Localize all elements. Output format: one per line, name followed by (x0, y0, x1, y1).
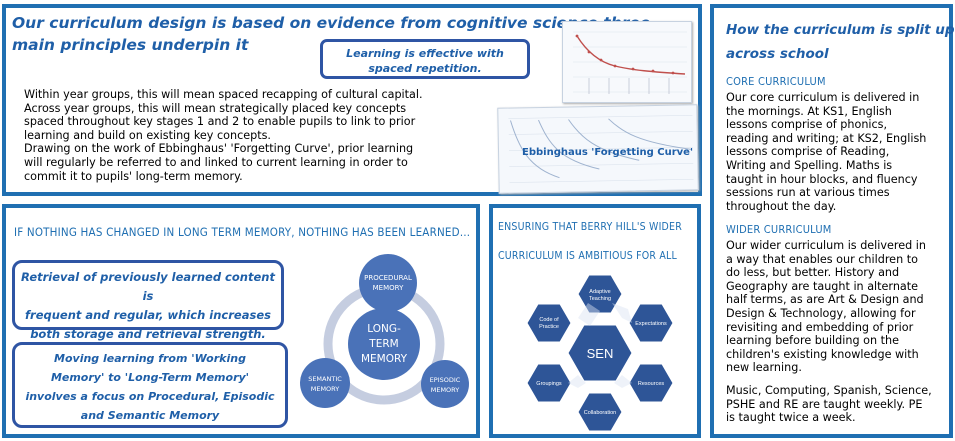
paragraph-line: learning and build on existing key conce… (24, 128, 271, 142)
extra-curriculum-text: Music, Computing, Spanish, Science, PSHE… (726, 384, 932, 425)
forgetting-curve-thumbnail-top (562, 21, 692, 103)
sen-hex-diagram: SEN Adaptive Teaching Expectations Resou… (526, 274, 674, 432)
wider-line: Our wider curriculum is delivered in (726, 239, 926, 252)
split-title-line: How the curriculum is split up (726, 22, 955, 38)
working-memory-line: Moving learning from 'Working (54, 352, 246, 365)
procedural-label: PROCEDURAL (364, 274, 412, 282)
working-memory-line: and Semantic Memory (80, 409, 220, 422)
long-term-label: MEMORY (361, 353, 408, 365)
memory-panel: If nothing has changed in long term memo… (2, 204, 480, 438)
core-line: reading and writing; at KS2, English (726, 131, 927, 145)
code-label: Practice (539, 324, 559, 330)
wider-curriculum-text: Our wider curriculum is delivered in a w… (726, 239, 926, 375)
paragraph-line: Drawing on the work of Ebbinghaus' 'Forg… (24, 142, 414, 156)
retrieval-line: both storage and retrieval strength. (30, 327, 266, 341)
extra-line: PSHE and RE are taught weekly. PE (726, 397, 923, 411)
procedural-memory-circle (359, 254, 417, 312)
forgetting-curve-caption: Ebbinghaus 'Forgetting Curve' (522, 147, 694, 158)
sen-heading-line: curriculum is ambitious for all (498, 250, 677, 262)
long-term-memory-circle (348, 308, 420, 380)
retrieval-callout: Retrieval of previously learned content … (12, 260, 284, 341)
retrieval-line: Retrieval of previously learned content … (21, 270, 275, 303)
spaced-repetition-callout: Learning is effective with spaced repeti… (320, 39, 530, 79)
core-curriculum-heading: Core Curriculum (726, 75, 826, 88)
principles-panel: Our curriculum design is based on eviden… (2, 4, 702, 196)
procedural-label: MEMORY (373, 284, 404, 292)
wider-line: new learning. (726, 361, 802, 375)
principles-paragraph: Within year groups, this will mean space… (24, 88, 423, 183)
core-line: lessons comprise of Reading, (726, 145, 890, 159)
principles-title-line2: main principles underpin it (12, 36, 249, 54)
wider-line: children's existing knowledge with (726, 347, 919, 361)
wider-line: learning before building on the (726, 334, 899, 348)
wider-line: Geography are taught in alternate (726, 279, 919, 293)
wider-line: revisiting and embedding of prior (726, 320, 914, 334)
retrieval-line: frequent and regular, which increases (25, 308, 271, 322)
paragraph-line: Across year groups, this will mean strat… (24, 101, 407, 115)
working-memory-line: involves a focus on Procedural, Episodic (25, 390, 275, 403)
sen-heading-line: Ensuring that Berry Hill's wider (498, 221, 682, 233)
memory-heading: If nothing has changed in long term memo… (14, 225, 471, 239)
core-line: taught in hour blocks, and fluency (726, 172, 918, 186)
core-line: throughout the day. (726, 199, 837, 213)
long-term-label: LONG- (367, 323, 401, 335)
code-label: Code of (539, 317, 559, 323)
core-line: Our core curriculum is delivered in (726, 91, 920, 104)
paragraph-line: spaced throughout key stages 1 and 2 to … (24, 115, 416, 129)
expectations-label: Expectations (635, 321, 667, 327)
extra-line: is taught twice a week. (726, 411, 856, 425)
core-line: lessons comprise of phonics, (726, 118, 888, 132)
sen-panel: Ensuring that Berry Hill's wider curricu… (489, 204, 701, 438)
long-term-label: TERM (368, 338, 398, 350)
core-line: Writing and Spelling. Maths is (726, 158, 893, 172)
core-line: the mornings. At KS1, English (726, 104, 892, 118)
wider-line: do less, but better. History and (726, 266, 900, 280)
spaced-repetition-text: Learning is effective with spaced repeti… (346, 47, 504, 75)
adaptive-label: Teaching (589, 296, 611, 302)
episodic-label: MEMORY (431, 386, 460, 394)
collaboration-label: Collaboration (584, 410, 616, 416)
wider-line: half terms, as are Art & Design and (726, 293, 924, 307)
core-curriculum-text: Our core curriculum is delivered in the … (726, 91, 926, 213)
semantic-memory-circle (300, 358, 350, 408)
working-memory-callout: Moving learning from 'Working Memory' to… (12, 342, 288, 428)
episodic-memory-circle (421, 360, 469, 408)
groupings-label: Groupings (536, 381, 562, 387)
extra-line: Music, Computing, Spanish, Science, (726, 384, 932, 397)
wider-line: Design & Technology, allowing for (726, 306, 916, 320)
principles-title-line1: Our curriculum design is based on eviden… (12, 14, 651, 32)
split-title-line: across school (726, 46, 829, 62)
paragraph-line: Within year groups, this will mean space… (24, 88, 423, 101)
paragraph-line: will regularly be referred to and linked… (24, 155, 408, 169)
curriculum-split-panel: How the curriculum is split up across sc… (710, 4, 955, 438)
resources-label: Resources (638, 381, 665, 387)
core-line: sessions run at various times (726, 186, 890, 200)
memory-cycle-diagram: LONG- TERM MEMORY PROCEDURAL MEMORY SEMA… (300, 254, 469, 408)
wider-line: a way that enables our children to (726, 252, 918, 266)
working-memory-line: Memory' to 'Long-Term Memory' (50, 371, 250, 384)
semantic-label: MEMORY (311, 385, 340, 393)
wider-curriculum-heading: Wider Curriculum (726, 223, 832, 236)
adaptive-label: Adaptive (589, 289, 610, 295)
paragraph-line: commit it to pupils' long-term memory. (24, 169, 243, 183)
code-of-practice-hex (526, 303, 572, 343)
forgetting-curve-thumbnail (497, 104, 699, 194)
semantic-label: SEMANTIC (308, 375, 342, 383)
episodic-label: EPISODIC (430, 376, 461, 384)
sen-label: SEN (587, 346, 614, 361)
